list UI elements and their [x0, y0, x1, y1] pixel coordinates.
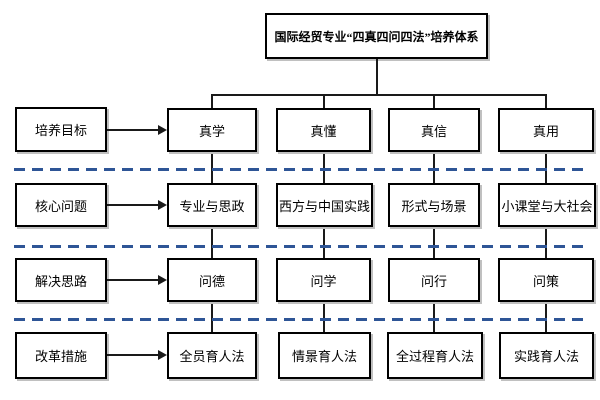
arrow-shaft	[107, 279, 159, 281]
node-box-r2c3: 形式与场景	[388, 183, 480, 227]
connector-c2-r3r4	[323, 302, 325, 332]
left-box-reform-measures: 改革措施	[15, 332, 107, 379]
node-box-r1c1: 真学	[167, 108, 257, 152]
connector-c2-r1r2	[323, 152, 325, 183]
connector-drop-col2	[323, 94, 325, 108]
title-box: 国际经贸专业“四真四问四法”培养体系	[265, 13, 488, 59]
connector-c4-r1r2	[545, 152, 547, 183]
arrow-shaft	[107, 204, 159, 206]
node-box-r2c4: 小课堂与大社会	[498, 183, 596, 227]
connector-c1-r1r2	[211, 152, 213, 183]
node-box-r3c1: 问德	[167, 258, 257, 302]
right-arrow-icon	[107, 125, 167, 135]
connector-c3-r2r3	[433, 227, 435, 258]
right-arrow-icon	[107, 275, 167, 285]
dashed-divider-2	[14, 245, 588, 248]
arrow-head	[158, 275, 167, 285]
node-box-r3c2: 问学	[276, 258, 371, 302]
node-box-r4c4: 实践育人法	[499, 332, 594, 379]
node-box-r4c3: 全过程育人法	[387, 332, 483, 379]
left-box-core-issues: 核心问题	[15, 183, 107, 227]
connector-c2-r2r3	[323, 227, 325, 258]
dashed-divider-1	[14, 168, 588, 171]
connector-c3-r1r2	[433, 152, 435, 183]
connector-c1-r3r4	[211, 302, 213, 332]
arrow-head	[158, 350, 167, 360]
node-box-r1c4: 真用	[498, 108, 594, 152]
connector-drop-col3	[433, 94, 435, 108]
arrow-shaft	[107, 354, 159, 356]
connector-title-stem	[376, 59, 378, 95]
node-box-r4c2: 情景育人法	[278, 332, 371, 379]
right-arrow-icon	[107, 350, 167, 360]
left-box-solutions: 解决思路	[15, 258, 107, 302]
node-box-r1c2: 真懂	[276, 108, 371, 152]
node-box-r3c3: 问行	[388, 258, 480, 302]
connector-c4-r3r4	[545, 302, 547, 332]
arrow-head	[158, 200, 167, 210]
right-arrow-icon	[107, 200, 167, 210]
node-box-r2c2: 西方与中国实践	[276, 183, 373, 227]
connector-c3-r3r4	[433, 302, 435, 332]
connector-branch	[211, 94, 547, 96]
connector-drop-col4	[545, 94, 547, 108]
arrow-shaft	[107, 129, 159, 131]
connector-drop-col1	[211, 94, 213, 108]
left-box-objectives: 培养目标	[15, 107, 107, 152]
node-box-r3c4: 问策	[498, 258, 594, 302]
arrow-head	[158, 125, 167, 135]
connector-c4-r2r3	[545, 227, 547, 258]
dashed-divider-3	[14, 318, 588, 321]
node-box-r2c1: 专业与思政	[167, 183, 257, 227]
node-box-r4c1: 全员育人法	[167, 332, 257, 379]
node-box-r1c3: 真信	[388, 108, 480, 152]
connector-c1-r2r3	[211, 227, 213, 258]
